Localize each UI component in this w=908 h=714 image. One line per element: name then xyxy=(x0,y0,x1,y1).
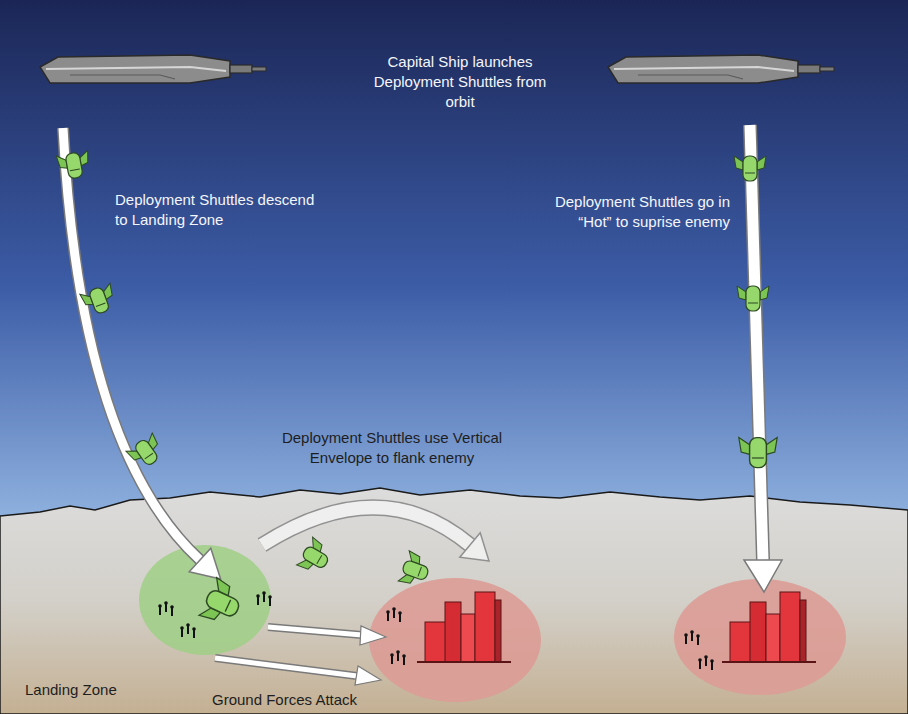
shuttle xyxy=(56,150,92,180)
troops xyxy=(180,623,196,638)
shuttle xyxy=(737,286,769,311)
enemy-troops xyxy=(684,630,700,645)
troops xyxy=(256,591,272,606)
hot-drop-note: Deployment Shuttles go in “Hot” to supri… xyxy=(526,192,730,232)
shuttle xyxy=(126,433,167,472)
landed-shuttle xyxy=(199,578,246,629)
troops xyxy=(158,601,174,616)
enemy-buildings xyxy=(722,592,816,662)
capital-ship xyxy=(40,55,266,83)
enemy-troops xyxy=(698,655,714,670)
enemy-troops xyxy=(386,607,402,622)
landing-zone-area xyxy=(139,545,271,655)
shuttle xyxy=(80,283,119,317)
right-descent-arrow xyxy=(744,125,782,592)
attack-label: Ground Forces Attack xyxy=(212,690,382,710)
enemy-buildings xyxy=(417,592,511,662)
orbit-note: Capital Ship launches Deployment Shuttle… xyxy=(372,52,548,112)
capital-ship xyxy=(608,55,834,83)
enemy-zone xyxy=(369,578,541,702)
descent-note: Deployment Shuttles descend to Landing Z… xyxy=(115,190,327,230)
shuttle xyxy=(297,537,335,577)
shuttle xyxy=(739,438,777,468)
shuttle xyxy=(398,551,432,590)
zone-label: Landing Zone xyxy=(25,680,155,700)
ground-attack-arrows xyxy=(215,626,386,685)
enemy-troops xyxy=(390,650,406,665)
shuttle xyxy=(734,156,766,181)
flank-note: Deployment Shuttles use Vertical Envelop… xyxy=(272,428,512,468)
ground xyxy=(0,488,908,714)
flank-arrow xyxy=(262,508,489,562)
enemy-zone xyxy=(674,579,846,695)
